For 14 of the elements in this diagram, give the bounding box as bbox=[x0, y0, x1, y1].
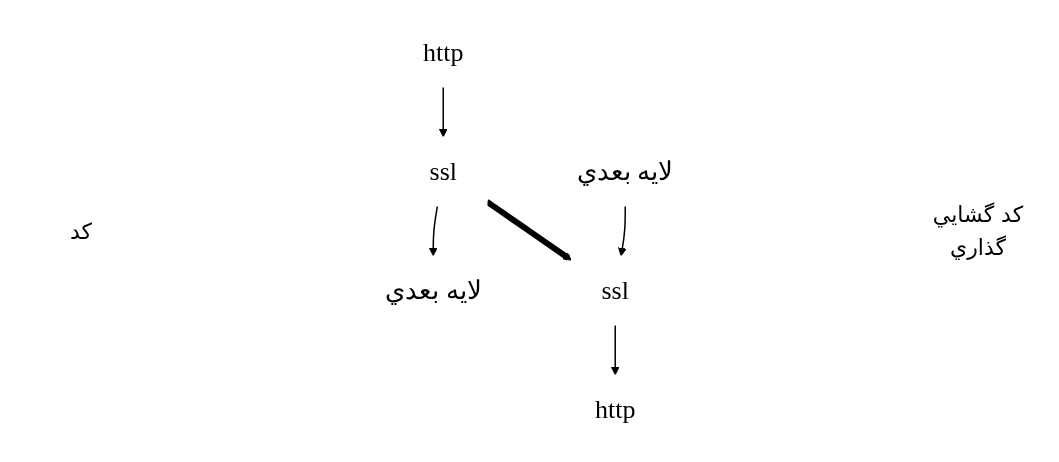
arrow bbox=[618, 205, 627, 257]
node-text: ssl bbox=[429, 157, 458, 186]
node-text: لايه بعدي bbox=[577, 157, 674, 186]
arrow bbox=[429, 205, 439, 257]
node-text: http bbox=[423, 38, 464, 67]
arrow bbox=[439, 86, 448, 138]
side-label: کد bbox=[70, 218, 92, 244]
arrow bbox=[611, 324, 620, 376]
node-text: لايه بعدي bbox=[385, 276, 482, 305]
node-text: ssl bbox=[601, 276, 630, 305]
arrow bbox=[485, 199, 573, 261]
side-label: کد گشايي bbox=[932, 202, 1024, 227]
side-label: گذاري bbox=[950, 235, 1006, 260]
node-text: http bbox=[595, 395, 636, 424]
